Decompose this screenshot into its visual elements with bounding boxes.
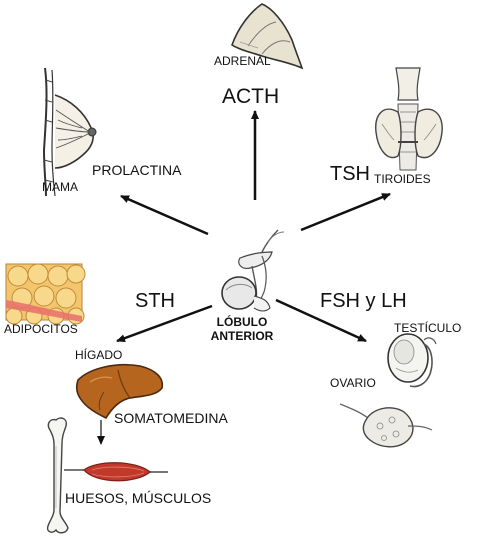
- thyroid-illustration: [375, 67, 443, 171]
- label-sth: STH: [135, 290, 175, 312]
- label-somatomedina: SOMATOMEDINA: [114, 410, 228, 426]
- liver-illustration: [75, 363, 164, 420]
- label-huesos-musculos: HUESOS, MÚSCULOS: [65, 490, 212, 506]
- label-lobulo: LÓBULO: [216, 315, 268, 329]
- arrow-to-tiroides: [300, 192, 391, 232]
- label-tsh: TSH: [330, 163, 370, 185]
- label-lobulo-anterior: LÓBULO ANTERIOR: [204, 315, 280, 344]
- mammary-gland-illustration: [42, 67, 97, 197]
- arrow-to-mama: [120, 194, 209, 236]
- arrows: [97, 110, 391, 445]
- ovary-illustration: [339, 403, 433, 448]
- arrow-to-liver: [116, 304, 213, 343]
- arrow-to-gonads: [275, 298, 367, 343]
- label-tiroides: TIROIDES: [374, 172, 431, 186]
- bone-illustration: [46, 417, 69, 534]
- label-ovario: OVARIO: [330, 376, 376, 390]
- testis-illustration: [387, 333, 437, 388]
- pituitary-illustration: [221, 229, 285, 312]
- label-fsh-lh: FSH y LH: [320, 290, 407, 312]
- muscle-illustration: [64, 462, 168, 482]
- adipocytes-illustration: [5, 263, 86, 325]
- label-mama: MAMA: [42, 180, 78, 194]
- label-acth: ACTH: [222, 85, 280, 108]
- label-anterior: ANTERIOR: [210, 328, 274, 343]
- adrenal-gland-illustration: [231, 3, 304, 70]
- label-testiculo: TESTÍCULO: [394, 321, 462, 335]
- label-adipocitos: ADIPOCITOS: [4, 322, 78, 336]
- label-prolactina: PROLACTINA: [92, 162, 182, 178]
- label-higado: HÍGADO: [75, 348, 123, 362]
- label-adrenal: ADRENAL: [214, 54, 271, 68]
